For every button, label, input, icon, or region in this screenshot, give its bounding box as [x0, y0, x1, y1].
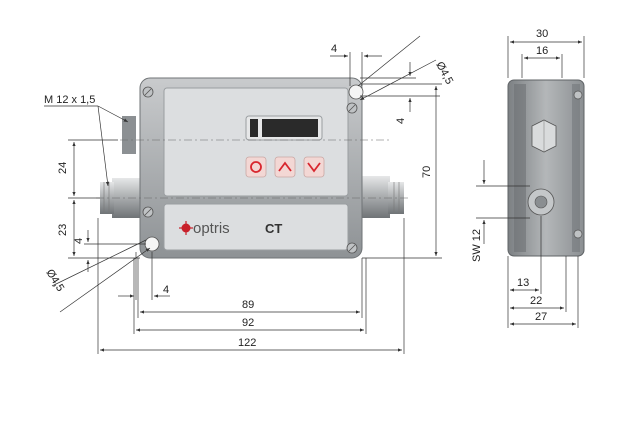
down-button [303, 156, 325, 178]
dim-4-top-h: 4 [331, 43, 337, 55]
screw-icon [142, 86, 358, 254]
mounting-hole-bottom [144, 236, 160, 252]
side-view [507, 79, 585, 257]
model-text: CT [265, 221, 282, 236]
dim-24: 24 [57, 162, 69, 174]
dim-16: 16 [536, 45, 548, 57]
front-view: optris CT [100, 77, 404, 259]
dim-30: 30 [536, 28, 548, 40]
dim-70: 70 [421, 166, 433, 178]
center-lines [96, 139, 410, 199]
hole-dia-top: Ø4,5 [433, 60, 455, 87]
dim-122: 122 [238, 337, 256, 349]
front-dimensions: M 12 x 1,5 24 23 4 Ø4,5 4 89 [43, 35, 455, 354]
right-connector [358, 176, 404, 218]
label-panel [163, 203, 349, 251]
dim-22: 22 [530, 295, 542, 307]
dim-4-bottom-v: 4 [73, 238, 85, 244]
dim-23: 23 [57, 224, 69, 236]
thread-label: M 12 x 1,5 [44, 94, 95, 106]
front-panel [163, 87, 349, 197]
dim-92: 92 [242, 317, 254, 329]
side-housing [507, 79, 585, 257]
set-button [245, 156, 267, 178]
mounting-hole-top [348, 84, 364, 100]
button-set [245, 156, 325, 178]
dim-4-top-v: 4 [395, 118, 407, 124]
optris-logo-icon [179, 221, 193, 235]
side-dimensions: 30 16 SW 12 13 22 27 [471, 28, 585, 328]
dim-89: 89 [242, 299, 254, 311]
dim-sw12: SW 12 [471, 229, 483, 262]
dim-4-bottom-h: 4 [163, 284, 169, 296]
up-button [274, 156, 296, 178]
brand-text: optris [193, 220, 230, 237]
dim-13: 13 [517, 277, 529, 289]
dim-27: 27 [535, 311, 547, 323]
left-connector [100, 116, 142, 218]
hole-dia-bottom: Ø4,5 [43, 267, 66, 294]
